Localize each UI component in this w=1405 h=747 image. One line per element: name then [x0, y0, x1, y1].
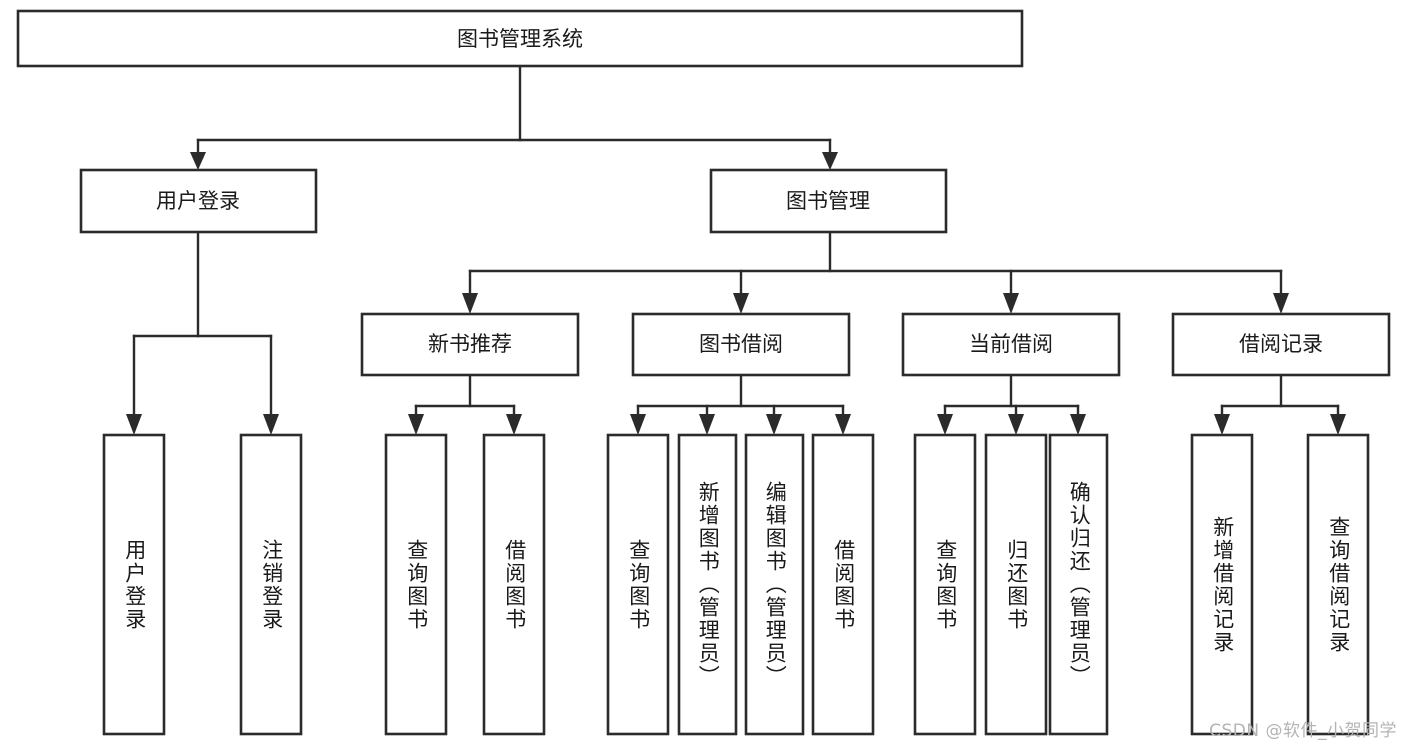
node-user-login-label: 用户登录 [156, 189, 240, 213]
node-new-book-recommend-label: 新书推荐 [428, 332, 512, 356]
arrow-head-leaf-logout [263, 414, 279, 435]
node-user-login-box[interactable] [79, 168, 318, 234]
arrow-head-leaf-add-book [699, 414, 715, 435]
node-book-management-label: 图书管理 [786, 189, 870, 213]
leaf-box-query-books-1[interactable] [384, 433, 448, 736]
node-new-book-recommend[interactable]: 新书推荐 [360, 312, 580, 377]
arrow-head-leaf-user-login [126, 414, 142, 435]
node-new-book-recommend-box[interactable] [360, 312, 580, 377]
leaf-box-query-record[interactable] [1306, 433, 1370, 736]
leaf-box-borrow-books-1[interactable] [482, 433, 546, 736]
arrow-head-leaf-edit-book [766, 414, 782, 435]
arrow-head-leaf-confirm-return [1070, 414, 1086, 435]
node-book-management[interactable]: 图书管理 [709, 168, 948, 234]
node-borrow-records[interactable]: 借阅记录 [1171, 312, 1391, 377]
node-book-borrow-label: 图书借阅 [699, 332, 783, 356]
connectors-book-manage-to-level3 [462, 230, 1289, 314]
arrow-head-leaf-return-book [1008, 414, 1024, 435]
leaf-box-confirm-return[interactable] [1048, 433, 1109, 736]
leaf-box-add-record[interactable] [1190, 433, 1254, 736]
connectors-borrow-records-to-leaves [1214, 373, 1346, 435]
node-user-login[interactable]: 用户登录 [79, 168, 318, 234]
node-book-borrow[interactable]: 图书借阅 [631, 312, 851, 377]
arrow-head-leaf-borrow-books-1 [506, 414, 522, 435]
arrow-head-book-manage [822, 152, 838, 170]
node-root[interactable]: 图书管理系统 [16, 9, 1024, 68]
arrow-head-leaf-query-books-3 [937, 414, 953, 435]
arrow-head-borrow-records [1273, 293, 1289, 314]
arrow-head-leaf-add-record [1214, 414, 1230, 435]
csdn-watermark: CSDN @软件_小贺同学 [1209, 721, 1397, 741]
connectors-current-borrow-to-leaves [937, 373, 1086, 435]
node-current-borrow-label: 当前借阅 [969, 332, 1053, 356]
node-current-borrow[interactable]: 当前借阅 [901, 312, 1121, 377]
leaf-box-return-book[interactable] [984, 433, 1048, 736]
node-book-borrow-box[interactable] [631, 312, 851, 377]
arrow-head-leaf-borrow-books-2 [835, 414, 851, 435]
arrow-head-current-borrow [1003, 293, 1019, 314]
node-root-label: 图书管理系统 [457, 27, 583, 51]
leaf-box-add-book[interactable] [677, 433, 738, 736]
node-root-box[interactable] [16, 9, 1024, 68]
node-borrow-records-box[interactable] [1171, 312, 1391, 377]
connectors-user-login-to-leaves [126, 230, 279, 435]
leaf-box-logout[interactable] [239, 433, 303, 736]
node-borrow-records-label: 借阅记录 [1239, 332, 1323, 356]
connectors-new-book-recommend-to-leaves [408, 373, 522, 435]
leaf-box-edit-book[interactable] [744, 433, 805, 736]
node-book-management-box[interactable] [709, 168, 948, 234]
leaf-box-user-login[interactable] [102, 433, 166, 736]
arrow-head-leaf-query-record [1330, 414, 1346, 435]
node-current-borrow-box[interactable] [901, 312, 1121, 377]
connectors-root-to-level2 [190, 64, 838, 170]
leaf-box-borrow-books-2[interactable] [811, 433, 875, 736]
arrow-head-user-login [190, 152, 206, 170]
arrow-head-new-book-recommend [462, 293, 478, 314]
arrow-head-book-borrow [733, 293, 749, 314]
leaf-box-query-books-3[interactable] [913, 433, 977, 736]
connectors-book-borrow-to-leaves [630, 373, 851, 435]
arrow-head-leaf-query-books-2 [630, 414, 646, 435]
arrow-head-leaf-query-books-1 [408, 414, 424, 435]
leaf-box-query-books-2[interactable] [606, 433, 670, 736]
